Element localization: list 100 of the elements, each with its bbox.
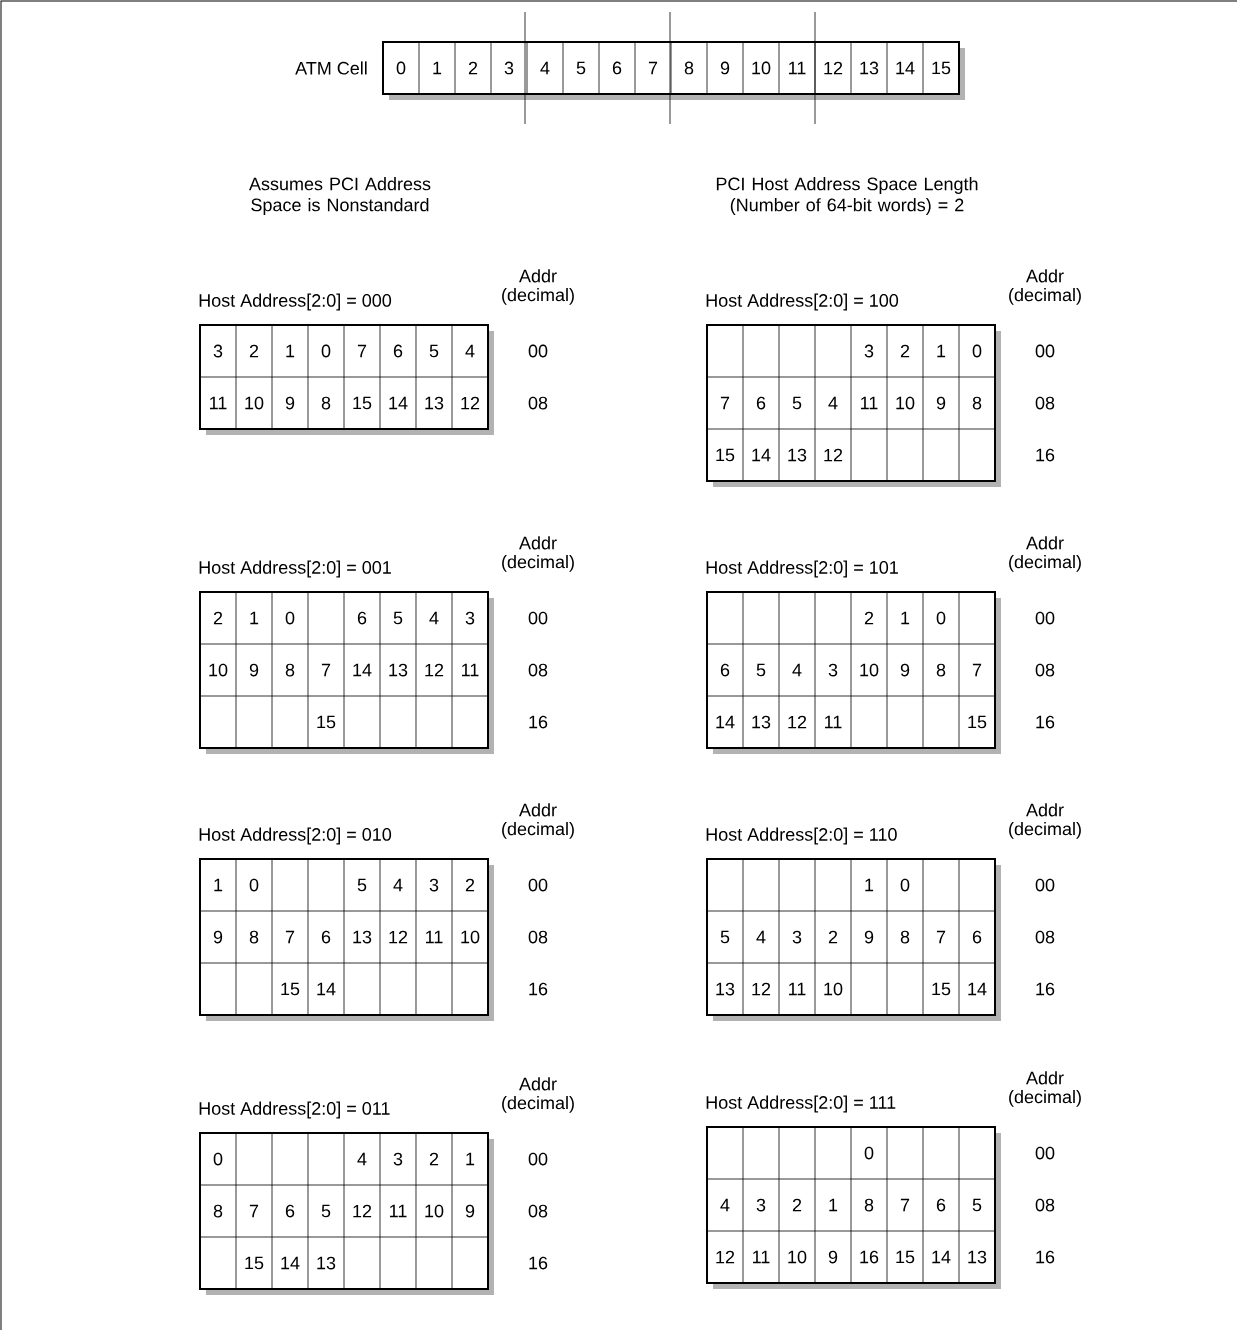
- byte-number: 7: [900, 1198, 910, 1212]
- address-value: 16: [1036, 448, 1055, 462]
- byte-number: 6: [393, 344, 403, 358]
- byte-number: 13: [788, 448, 807, 462]
- byte-number: 13: [389, 663, 408, 677]
- byte-number: 1: [286, 344, 295, 358]
- address-value: 16: [1036, 982, 1055, 996]
- byte-number: 4: [357, 1152, 367, 1166]
- byte-number: 3: [465, 611, 475, 625]
- byte-number: 8: [864, 1198, 874, 1212]
- byte-number: 9: [864, 930, 874, 944]
- column-heading: Addr (decimal): [502, 1077, 574, 1113]
- byte-number: 10: [245, 396, 264, 410]
- byte-number: 0: [972, 344, 982, 358]
- address-value: 08: [1035, 1198, 1055, 1212]
- byte-number: 13: [716, 982, 735, 996]
- byte-number: 8: [972, 396, 982, 410]
- byte-number: 2: [249, 344, 259, 358]
- byte-number: 10: [209, 663, 228, 677]
- byte-number: 2: [429, 1152, 439, 1166]
- byte-number: 10: [824, 982, 843, 996]
- byte-number: 10: [461, 930, 480, 944]
- address-value: 08: [528, 1204, 548, 1218]
- column-heading: Addr (decimal): [502, 803, 574, 839]
- table-title: Host Address[2:0] = 101: [706, 560, 898, 578]
- byte-number: 2: [465, 878, 475, 892]
- address-value: 00: [1035, 1146, 1055, 1160]
- byte-number: 14: [752, 448, 771, 462]
- table-title: Host Address[2:0] = 000: [199, 293, 392, 311]
- byte-number: 7: [249, 1204, 259, 1218]
- byte-number: 12: [425, 663, 444, 677]
- byte-number: 4: [828, 396, 838, 410]
- byte-number: 11: [789, 982, 806, 996]
- byte-number: 3: [213, 344, 223, 358]
- byte-number: 14: [389, 396, 408, 410]
- byte-number: 15: [932, 982, 951, 996]
- address-value: 08: [528, 930, 548, 944]
- row-label: ATM Cell: [295, 61, 367, 75]
- address-value: 16: [529, 1256, 548, 1270]
- byte-number: 7: [972, 663, 982, 677]
- address-value: 00: [1035, 344, 1055, 358]
- byte-number: 0: [864, 1146, 874, 1160]
- byte-number: 15: [353, 396, 372, 410]
- byte-number: 3: [756, 1198, 766, 1212]
- byte-number: 1: [865, 878, 874, 892]
- byte-number: 4: [465, 344, 475, 358]
- address-value: 08: [1035, 663, 1055, 677]
- byte-number: 2: [828, 930, 838, 944]
- byte-number: 5: [756, 663, 766, 677]
- byte-number: 12: [461, 396, 480, 410]
- byte-number: 0: [900, 878, 910, 892]
- byte-number: 11: [426, 930, 443, 944]
- byte-number: 0: [936, 611, 946, 625]
- byte-number: 5: [429, 344, 439, 358]
- byte-number: 10: [425, 1204, 444, 1218]
- byte-number: 8: [213, 1204, 223, 1218]
- byte-number: 4: [756, 930, 766, 944]
- column-heading: Addr (decimal): [1009, 803, 1081, 839]
- byte-number: 9: [213, 930, 223, 944]
- byte-number: 2: [792, 1198, 802, 1212]
- byte-number: 10: [788, 1250, 807, 1264]
- byte-number: 9: [936, 396, 946, 410]
- byte-number: 7: [720, 396, 730, 410]
- byte-number: 6: [756, 396, 766, 410]
- byte-number: 1: [901, 611, 910, 625]
- address-value: 00: [528, 611, 548, 625]
- table-title: Host Address[2:0] = 010: [199, 827, 392, 845]
- byte-number: 13: [968, 1250, 987, 1264]
- byte-number: 4: [792, 663, 802, 677]
- byte-number: 15: [317, 715, 336, 729]
- byte-number: 15: [716, 448, 735, 462]
- table-title: Host Address[2:0] = 100: [706, 293, 899, 311]
- byte-number: 12: [788, 715, 807, 729]
- byte-number: 8: [900, 930, 910, 944]
- byte-number: 15: [968, 715, 987, 729]
- byte-number: 6: [972, 930, 982, 944]
- byte-number: 15: [281, 982, 300, 996]
- column-heading: Addr (decimal): [1009, 536, 1081, 572]
- byte-number: 7: [357, 344, 367, 358]
- byte-number: 11: [390, 1204, 407, 1218]
- byte-number: 11: [825, 715, 842, 729]
- address-value: 16: [1036, 715, 1055, 729]
- address-value: 16: [529, 715, 548, 729]
- byte-number: 5: [720, 930, 730, 944]
- byte-number: 11: [210, 396, 227, 410]
- address-value: 00: [1035, 878, 1055, 892]
- byte-number: 2: [864, 611, 874, 625]
- byte-number: 13: [317, 1256, 336, 1270]
- byte-number: 14: [932, 1250, 951, 1264]
- address-value: 00: [528, 1152, 548, 1166]
- byte-number: 5: [357, 878, 367, 892]
- byte-number: 4: [720, 1198, 730, 1212]
- byte-number: 9: [285, 396, 295, 410]
- byte-number: 9: [828, 1250, 838, 1264]
- byte-number: 2: [213, 611, 223, 625]
- byte-number: 1: [250, 611, 259, 625]
- byte-number: 6: [285, 1204, 295, 1218]
- byte-number: 7: [321, 663, 331, 677]
- byte-number: 12: [824, 448, 843, 462]
- byte-number: 13: [353, 930, 372, 944]
